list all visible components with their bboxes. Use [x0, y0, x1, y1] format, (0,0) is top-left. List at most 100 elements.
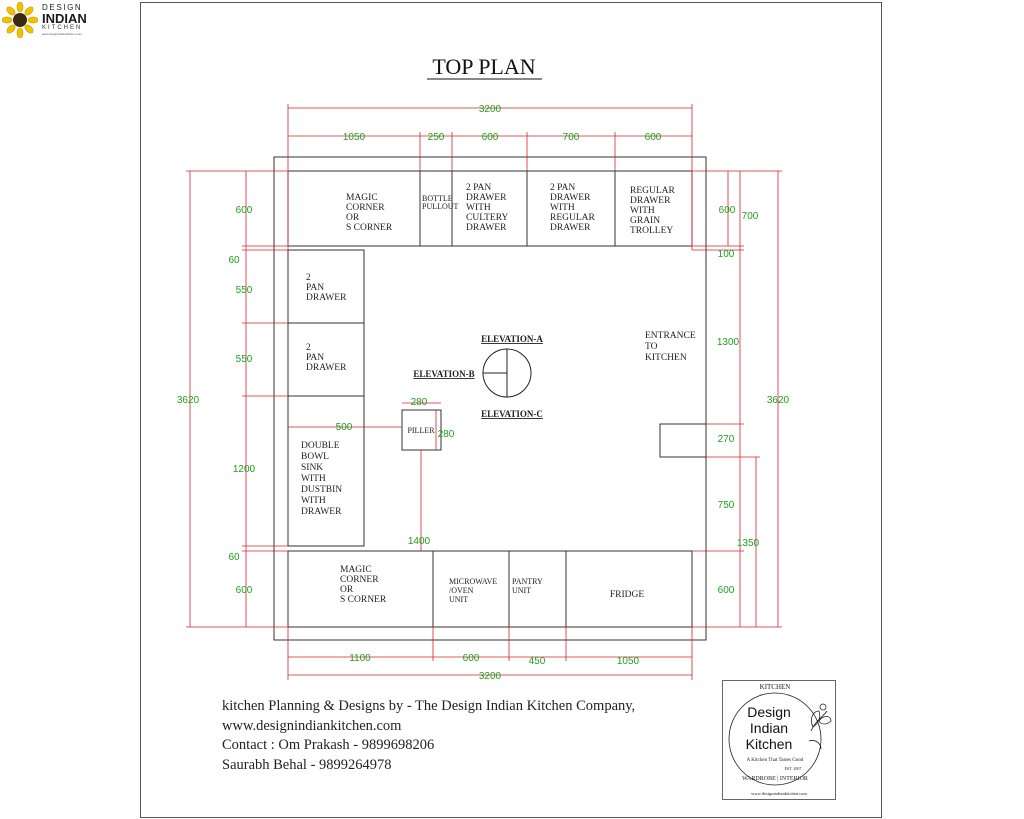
label-line: 2	[306, 273, 311, 283]
stamp-art: KITCHEN Design Indian Kitchen A Kitchen …	[728, 683, 832, 796]
label-line: PAN	[306, 353, 324, 363]
dim-left-550a: 550	[236, 285, 253, 296]
credits-line-1: kitchen Planning & Designs by - The Desi…	[222, 698, 636, 714]
credits-line-2: www.designindiankitchen.com	[222, 717, 402, 734]
label-line: DRAWER	[301, 507, 342, 517]
dim-right-100: 100	[718, 249, 735, 260]
outer-wall	[273, 156, 707, 641]
label-line: 2 PAN	[550, 183, 575, 193]
label-line: GRAIN	[630, 216, 660, 226]
stamp-bottom: WARDROBE | INTERIOR	[742, 776, 808, 782]
stamp-top: KITCHEN	[760, 683, 791, 691]
dim-top-5: 600	[645, 132, 662, 143]
label-line: MAGIC	[340, 565, 372, 575]
dimension-lines	[186, 104, 782, 680]
label-line: PAN	[306, 283, 324, 293]
label-line: REGULAR	[630, 186, 676, 196]
stamp-name-2: Indian	[750, 720, 788, 736]
label-line: OR	[340, 585, 354, 595]
drawing-sheet	[140, 2, 882, 818]
label-line: S CORNER	[340, 595, 387, 605]
label-line: DUSTBIN	[301, 485, 342, 495]
stamp-name-3: Kitchen	[746, 736, 793, 752]
dim-left-60b: 60	[228, 552, 240, 563]
dim-top-1: 1050	[343, 132, 366, 143]
label-line: DRAWER	[466, 193, 507, 203]
credits-line-3: Contact : Om Prakash - 9899698206	[222, 737, 435, 753]
label-line: MAGIC	[346, 193, 378, 203]
dim-top-total: 3200	[479, 104, 502, 115]
dim-bot-4: 1050	[617, 656, 640, 667]
plan-title: TOP PLAN	[432, 54, 535, 79]
credits-line-4: Saurabh Behal - 9899264978	[222, 756, 392, 773]
dim-left-600b: 600	[236, 585, 253, 596]
label-fridge: FRIDGE	[610, 590, 645, 600]
dim-right-750: 750	[718, 500, 735, 511]
label-line: SINK	[301, 463, 323, 473]
label-line: TROLLEY	[630, 226, 673, 236]
dim-right-total: 3620	[767, 395, 790, 406]
elevation-marker: ELEVATION-A ELEVATION-B ELEVATION-C	[413, 334, 543, 419]
label-line: MICROWAVE	[449, 577, 497, 586]
dim-bot-2: 600	[463, 653, 480, 664]
dimension-labels: 3200 1050 250 600 700 600 1100 600 450 1…	[177, 104, 790, 682]
company-logo: DESIGN INDIAN KITCHEN www.designindianki…	[2, 2, 102, 38]
dim-right-1350: 1350	[737, 538, 760, 549]
dim-left-1200: 1200	[233, 464, 256, 475]
label-line: DRAWER	[550, 193, 591, 203]
dim-left-550b: 550	[236, 354, 253, 365]
dim-bot-total: 3200	[479, 671, 502, 682]
label-line: PULLOUT	[422, 202, 459, 211]
dim-right-600a: 600	[719, 205, 736, 216]
label-line: KITCHEN	[645, 353, 687, 363]
label-line: UNIT	[512, 586, 531, 595]
dim-pillar-h: 280	[438, 429, 455, 440]
label-line: WITH	[301, 474, 326, 484]
label-pillar: PILLER	[407, 426, 435, 435]
flower-icon	[808, 703, 832, 750]
label-line: 2	[306, 343, 311, 353]
label-line: REGULAR	[550, 213, 596, 223]
stamp-name-1: Design	[747, 704, 791, 720]
dim-pillar-w: 280	[411, 397, 428, 408]
stamp-url: www.designindiankitchen.com	[751, 791, 807, 796]
dim-right-600b: 600	[718, 585, 735, 596]
label-line: CULTERY	[466, 213, 509, 223]
stamp-tagline: A Kitchen That Tastes Good	[747, 758, 804, 763]
label-line: CORNER	[346, 203, 385, 213]
company-stamp: KITCHEN Design Indian Kitchen A Kitchen …	[722, 680, 836, 800]
label-line: DRAWER	[550, 223, 591, 233]
label-line: WITH	[630, 206, 655, 216]
dim-bot-3: 450	[529, 656, 546, 667]
dim-bot-1: 1100	[349, 653, 371, 664]
label-line: DRAWER	[630, 196, 671, 206]
dim-left-600a: 600	[236, 205, 253, 216]
credits-block: kitchen Planning & Designs by - The Desi…	[222, 697, 635, 775]
label-line: WITH	[550, 203, 575, 213]
stamp-est: EST. 2007	[785, 766, 802, 771]
label-line: ENTRANCE	[645, 331, 696, 341]
dim-top-3: 600	[482, 132, 499, 143]
label-line: WITH	[301, 496, 326, 506]
dim-top-4: 700	[563, 132, 580, 143]
label-line: CORNER	[340, 575, 379, 585]
label-line: WITH	[466, 203, 491, 213]
logo-line-3: KITCHEN	[42, 25, 83, 31]
sunflower-icon	[2, 2, 38, 38]
dim-right-270: 270	[718, 434, 735, 445]
dim-right-1300: 1300	[717, 337, 740, 348]
dim-inner-1400: 1400	[408, 536, 431, 547]
label-line: PANTRY	[512, 577, 543, 586]
label-line: DOUBLE	[301, 441, 340, 451]
